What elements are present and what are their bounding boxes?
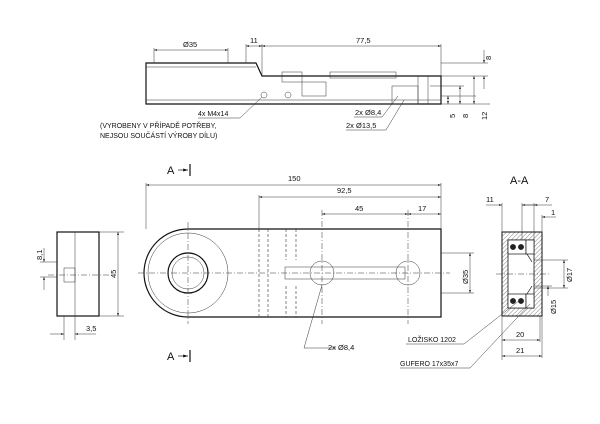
bearing-ball (518, 244, 524, 250)
dim-17: 17 (418, 204, 426, 213)
dim-dia17: Ø17 (565, 268, 574, 282)
dim-7: 7 (545, 195, 549, 204)
thread-note-line2: (VYROBENY V PŘÍPADĚ POTŘEBY, (100, 121, 216, 130)
dim-21: 21 (516, 346, 524, 355)
front-view: 150 92,5 45 17 Ø35 2x Ø8,4 A A (138, 164, 474, 363)
holes-8-4-front: 2x Ø8,4 (328, 343, 354, 352)
dim-20: 20 (516, 330, 524, 339)
section-view: A-A 11 7 1 Ø17 Ø15 (400, 175, 574, 369)
dim-3-5: 3,5 (86, 324, 96, 333)
front-view-outline (143, 228, 442, 318)
dim-5: 5 (448, 114, 457, 118)
holes-13-5-top: 2x Ø13,5 (346, 121, 376, 130)
boss-block (391, 85, 419, 105)
dim-92-5: 92,5 (337, 186, 352, 195)
section-marker-bottom: A (167, 351, 175, 363)
thread-note-line3: NEJSOU SOUČÁSTÍ VÝROBY DÍLU) (100, 131, 217, 140)
dim-45-side: 45 (109, 270, 118, 278)
dim-11-top: 11 (250, 36, 258, 45)
dim-8-low: 8 (461, 114, 470, 118)
side-view: 45 8,1 3,5 (35, 231, 124, 340)
dim-dia15: Ø15 (549, 300, 558, 314)
bearing-ball (510, 244, 516, 250)
dim-11-section: 11 (486, 195, 494, 204)
thread-note-line1: 4x M4x14 (198, 111, 228, 118)
thread-hole (284, 91, 292, 99)
side-view-outline (56, 231, 100, 317)
seal-label: GUFERO 17x35x7 (400, 361, 458, 368)
section-title: A-A (510, 175, 529, 187)
top-view: Ø35 11 77,5 8 5 8 12 2x Ø8,4 2x Ø13,5 4x… (100, 36, 493, 140)
holes-8-4-top: 2x Ø8,4 (355, 108, 381, 117)
dim-dia35-top: Ø35 (183, 40, 197, 49)
dim-45-front: 45 (355, 204, 363, 213)
section-marker-top: A (167, 165, 175, 177)
thread-hole (260, 91, 268, 99)
dim-dia35-front: Ø35 (461, 270, 470, 284)
bearing-ball (510, 298, 516, 304)
bearing-label: LOŽISKO 1202 (408, 335, 456, 344)
dim-8-right: 8 (484, 56, 493, 60)
dim-150: 150 (288, 174, 301, 183)
dim-1: 1 (551, 208, 555, 217)
dim-12: 12 (480, 112, 489, 120)
dim-8-1: 8,1 (35, 250, 44, 260)
bearing-ball (518, 298, 524, 304)
dim-77-5: 77,5 (356, 36, 371, 45)
